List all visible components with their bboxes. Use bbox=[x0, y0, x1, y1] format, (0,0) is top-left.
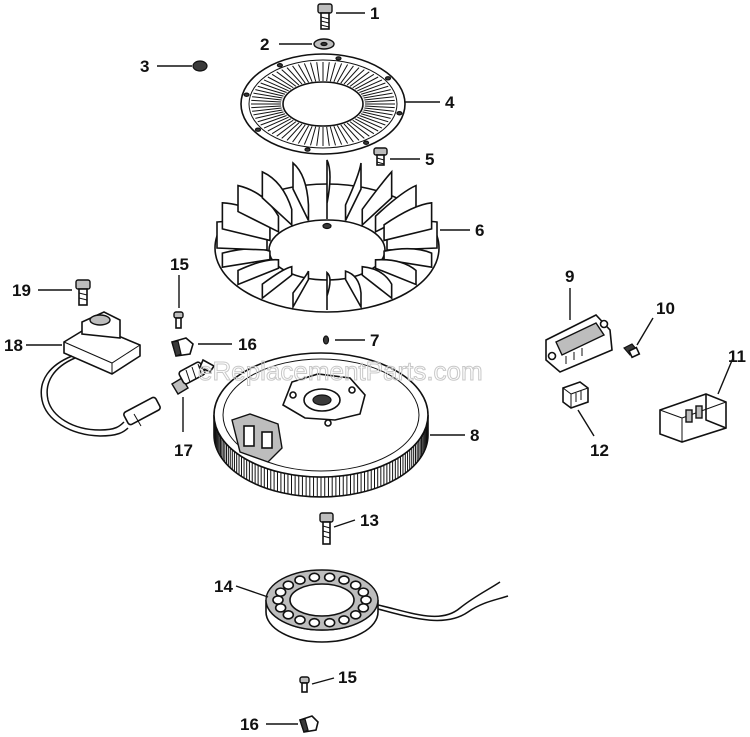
leader-10 bbox=[636, 317, 654, 346]
part-2-washer[interactable] bbox=[313, 38, 335, 50]
part-4-screen[interactable] bbox=[240, 53, 406, 155]
leader-15b bbox=[311, 677, 335, 685]
callout-2: 2 bbox=[260, 35, 269, 54]
callout-12: 12 bbox=[590, 441, 609, 460]
callout-1: 1 bbox=[370, 4, 379, 23]
callout-4: 4 bbox=[445, 93, 455, 112]
part-5-screw[interactable] bbox=[373, 147, 388, 166]
part-1-bolt[interactable] bbox=[317, 3, 333, 30]
callout-13: 13 bbox=[360, 511, 379, 530]
callout-15b: 15 bbox=[338, 668, 357, 687]
callout-7: 7 bbox=[370, 331, 379, 350]
leader-12 bbox=[577, 409, 595, 437]
part-7-key[interactable] bbox=[322, 335, 330, 345]
callout-8: 8 bbox=[470, 426, 479, 445]
part-10-screw[interactable] bbox=[623, 343, 641, 359]
part-19-screw[interactable] bbox=[75, 279, 91, 306]
callout-3: 3 bbox=[140, 57, 149, 76]
part-14-stator[interactable] bbox=[265, 569, 509, 643]
part-15-screw-upper[interactable] bbox=[173, 311, 184, 329]
callout-17: 17 bbox=[174, 441, 193, 460]
part-16-clip-upper[interactable] bbox=[171, 337, 194, 357]
part-12-terminal[interactable] bbox=[562, 381, 589, 409]
part-3-nut[interactable] bbox=[192, 60, 208, 72]
callout-18: 18 bbox=[4, 336, 23, 355]
callout-6: 6 bbox=[475, 221, 484, 240]
callout-16a: 16 bbox=[238, 335, 257, 354]
part-17-spark-plug[interactable] bbox=[171, 358, 216, 395]
part-16-clip-lower[interactable] bbox=[298, 715, 319, 733]
callout-16b: 16 bbox=[240, 715, 259, 734]
part-6-fan[interactable] bbox=[214, 159, 440, 313]
part-8-flywheel[interactable] bbox=[213, 352, 429, 498]
callout-14: 14 bbox=[214, 577, 233, 596]
leader-14 bbox=[235, 585, 269, 598]
leader-13 bbox=[333, 519, 356, 528]
part-18-ignition-module[interactable] bbox=[40, 311, 161, 437]
callout-9: 9 bbox=[565, 267, 574, 286]
watermark-text: eReplacementParts.com bbox=[198, 356, 483, 386]
callout-5: 5 bbox=[425, 150, 434, 169]
part-11-connector[interactable] bbox=[659, 393, 727, 443]
part-13-bolt[interactable] bbox=[319, 512, 334, 545]
callout-11: 11 bbox=[728, 347, 746, 366]
callout-10: 10 bbox=[656, 299, 675, 318]
part-9-regulator[interactable] bbox=[545, 314, 613, 373]
part-15-screw-lower[interactable] bbox=[299, 676, 310, 693]
callout-19: 19 bbox=[12, 281, 31, 300]
callout-15a: 15 bbox=[170, 255, 189, 274]
leader-11 bbox=[717, 357, 734, 395]
